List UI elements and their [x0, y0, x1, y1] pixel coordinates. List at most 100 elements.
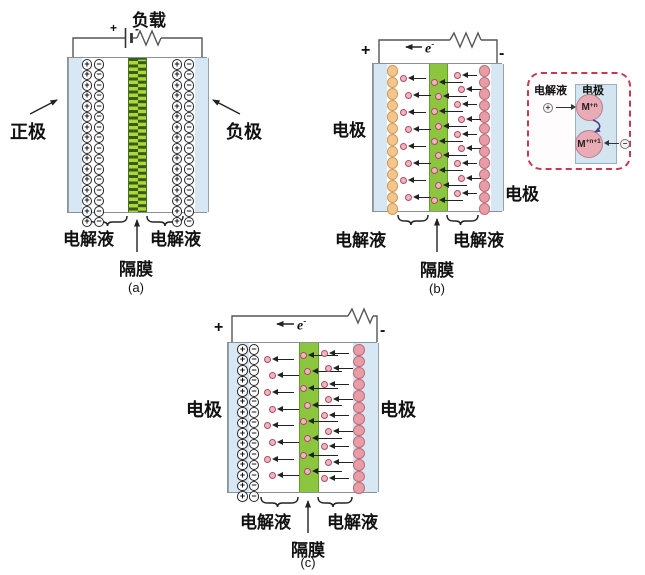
- electrolyte-ion-field-left: [400, 74, 431, 201]
- minus-ion-bead: −: [248, 407, 260, 418]
- ion-migration-arrow: [462, 71, 477, 78]
- plus-ion-bead: +: [171, 90, 183, 101]
- migrating-ion-row: [321, 443, 352, 451]
- electrolyte-brace-left: [260, 496, 299, 508]
- ion-dot: [304, 401, 311, 409]
- orange-ion-bead: [386, 134, 399, 146]
- ion-dot: [405, 125, 412, 133]
- plus-ion-bead: +: [171, 80, 183, 91]
- minus-ion-bead: −: [93, 206, 105, 217]
- load-label: 负载: [132, 11, 166, 30]
- cation-icon: +: [543, 103, 553, 113]
- minus-ion-bead: −: [183, 164, 195, 175]
- orange-ion-bead: [386, 145, 399, 157]
- orange-particle-column: [386, 64, 399, 215]
- minus-ion-bead: −: [93, 185, 105, 196]
- separator-membrane: [128, 58, 147, 212]
- electrolyte-brace-left: [397, 214, 429, 226]
- minus-ion-bead: −: [183, 122, 195, 133]
- migrating-ion-row: [454, 130, 479, 138]
- ion-dot: [264, 388, 271, 396]
- migrating-ion-row: [458, 174, 483, 182]
- migrating-ion-row: [321, 349, 352, 357]
- separator-membrane: [429, 64, 448, 211]
- plus-ion-bead: +: [171, 101, 183, 112]
- minus-ion-bead: −: [248, 459, 260, 470]
- ion-migration-arrow: [272, 388, 294, 395]
- plus-ion-bead: +: [171, 153, 183, 164]
- migrating-ion-row: [264, 422, 298, 430]
- ion-dot: [431, 108, 438, 115]
- migrating-ion-row: [400, 142, 429, 150]
- plus-ion-bead: +: [81, 216, 93, 227]
- negative-ion-column: −−−−−−−−−−−−−−−−: [93, 58, 105, 227]
- metal-symbol: M: [577, 138, 586, 150]
- electrolyte-brace-right: [446, 214, 479, 226]
- positive-charge-column: ++++++++++++++++: [81, 58, 93, 227]
- pink-ion-bead: [353, 355, 365, 367]
- plus-ion-bead: +: [81, 143, 93, 154]
- pink-particle-column: [478, 64, 491, 215]
- negative-electrode-label: 负极: [226, 122, 262, 142]
- ion-migration-arrow: [408, 142, 426, 149]
- metal-charge-sup: +n+1: [585, 138, 601, 145]
- orange-ion-bead: [386, 99, 399, 111]
- minus-ion-bead: −: [248, 396, 260, 407]
- migrating-ion-row: [300, 451, 340, 459]
- plus-ion-bead: +: [237, 480, 248, 491]
- ion-migration-arrow: [443, 122, 467, 129]
- ion-migration-arrow: [308, 418, 338, 425]
- pink-ion-bead: [478, 157, 491, 169]
- plus-ion-bead: +: [171, 174, 183, 185]
- plus-ion-bead: +: [237, 459, 248, 470]
- ion-migration-arrow: [413, 159, 431, 166]
- ion-migration-arrow: [466, 145, 481, 152]
- ion-migration-arrow: [462, 160, 477, 166]
- plus-ion-bead: +: [171, 122, 183, 133]
- minus-ion-bead: −: [248, 354, 260, 365]
- electrode-label-right: 电极: [505, 185, 539, 204]
- ion-migration-arrow: [413, 91, 431, 98]
- minus-ion-bead: −: [183, 216, 195, 227]
- pink-ion-bead: [478, 99, 491, 111]
- migrating-ion-row: [431, 167, 465, 175]
- positive-electrode-pointer-arrow: [29, 99, 58, 115]
- ion-dot: [321, 349, 328, 357]
- ion-migration-arrow: [333, 365, 353, 372]
- wire-left: [231, 315, 348, 342]
- ion-migration-arrow: [439, 196, 463, 203]
- ion-dot: [435, 93, 442, 101]
- wire-left: [378, 39, 450, 63]
- cell-c: +++++++++++++++ −−−−−−−−−−−−−−−: [227, 342, 379, 502]
- ion-dot: [405, 91, 412, 99]
- plus-ion-bead: +: [237, 344, 248, 355]
- plus-ion-bead: +: [171, 164, 183, 175]
- minus-ion-bead: −: [93, 164, 105, 175]
- ion-migration-arrow: [439, 108, 463, 114]
- wire-right: [373, 315, 378, 342]
- ion-dot: [458, 86, 465, 94]
- migrating-ion-row: [435, 181, 469, 189]
- pink-ion-bead: [478, 122, 491, 134]
- pink-ion-bead: [478, 134, 491, 146]
- ion-dot: [304, 468, 311, 476]
- minus-ion-bead: −: [93, 174, 105, 185]
- negative-electrode-plate: [195, 58, 209, 212]
- pink-ion-bead: [353, 459, 365, 471]
- ion-dot: [458, 145, 465, 153]
- plus-ion-bead: +: [237, 438, 248, 449]
- ion-dot: [454, 130, 461, 138]
- electrode-label-left: 电极: [186, 400, 222, 420]
- minus-ion-bead: −: [183, 153, 195, 164]
- ion-migration-arrow: [462, 101, 477, 107]
- migrating-ion-row: [325, 458, 356, 466]
- electrode-label-left: 电极: [332, 121, 366, 140]
- migrating-ion-row: [325, 427, 356, 435]
- minus-ion-bead: −: [248, 470, 260, 481]
- separator-label: 隔膜: [291, 541, 325, 560]
- redox-inset: 电解液 电极 M+n M+n+1 + −: [527, 72, 631, 170]
- ion-migration-arrow: [413, 193, 431, 200]
- migrating-ion-row: [304, 435, 344, 443]
- ion-migration-arrow: [443, 181, 467, 188]
- orange-ion-bead: [386, 191, 399, 203]
